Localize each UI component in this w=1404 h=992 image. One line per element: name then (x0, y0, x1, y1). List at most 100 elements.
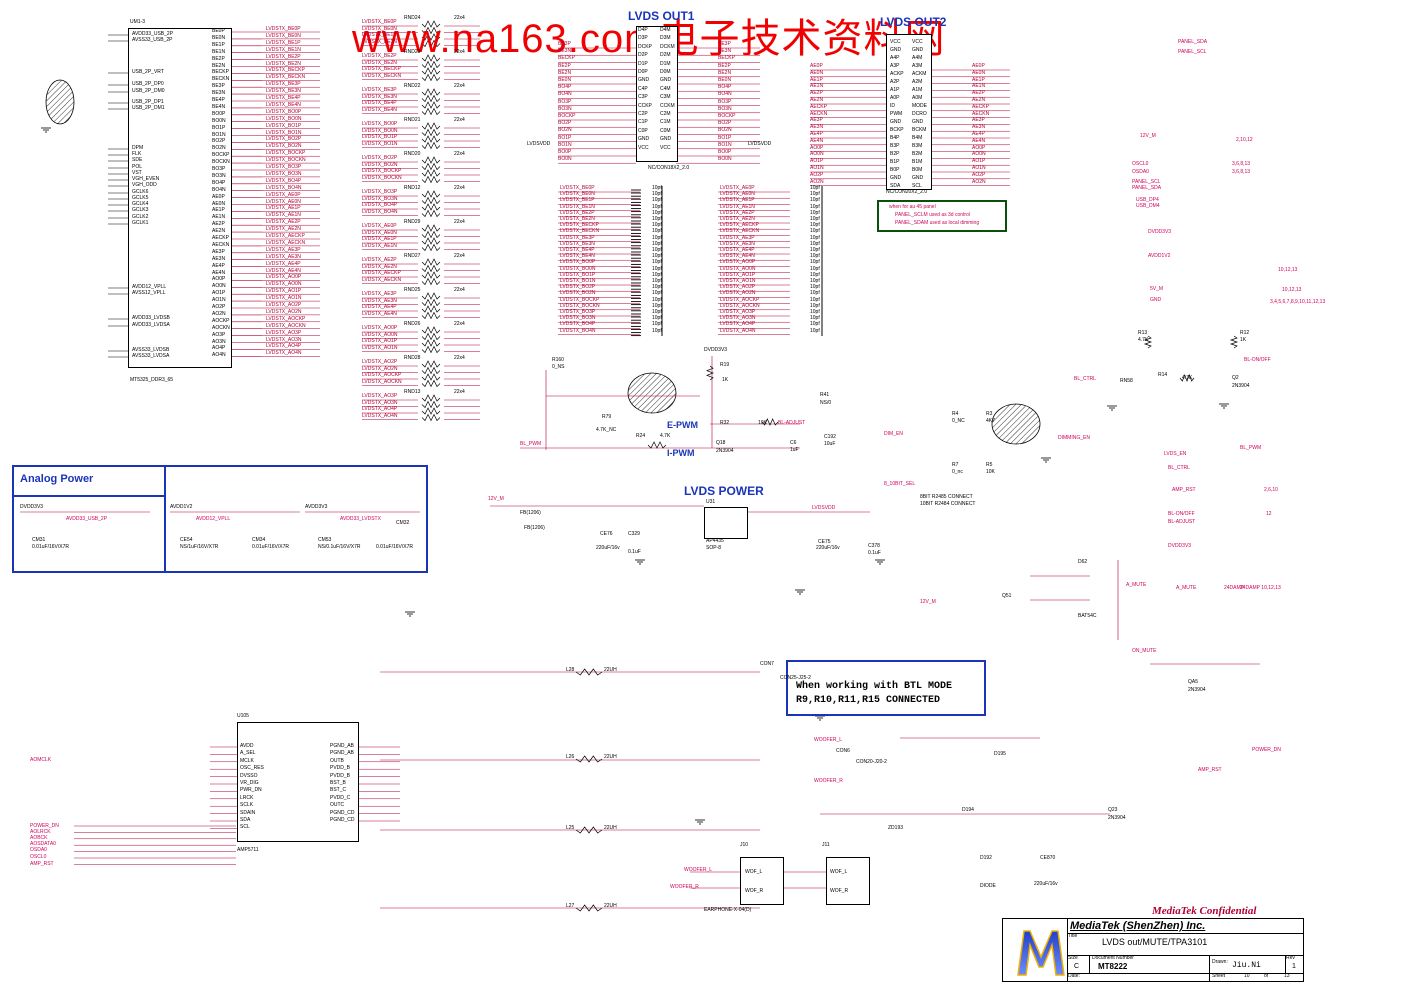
r41-value: NS/0 (820, 400, 832, 406)
lvds-net-name: LVDSTX_BO2N (266, 143, 302, 150)
rnd-resistor (421, 339, 441, 347)
conn2-left-net: AE1P (810, 76, 823, 83)
conn1-pin-label: C2M (660, 111, 671, 117)
ic-main-right-pin: AE0N (212, 200, 226, 207)
rnd-input-net: LVDSTX_BO1N (362, 140, 398, 147)
conn2-pin-label: B0M (912, 167, 923, 173)
cap-value: 10pf (652, 203, 662, 210)
ce75-label: CE75 (818, 539, 831, 545)
conn1-left-net: BE2N (558, 69, 572, 76)
tb-doc: MT8222 (1098, 962, 1128, 971)
right-net-label: A_MUTE (1176, 585, 1197, 591)
rnd-input-net: LVDSTX_AE0N (362, 229, 397, 236)
rnd-input-net: LVDSTX_AO2P (362, 359, 398, 365)
conn1-pin-label: C4M (660, 85, 671, 92)
r7-value: 0_nc (952, 469, 963, 475)
l27-label: L27 (566, 903, 575, 909)
cap-value: 10pf (652, 309, 662, 315)
c378-label: C378 (868, 543, 880, 549)
conn2-right-net: AO2P (972, 171, 986, 178)
r4-value: 0_NC (952, 418, 965, 424)
conn2-right-net: AO1P (972, 158, 986, 165)
conn2-right-net: AE1N (972, 83, 986, 90)
ic-main-left-pin: FLK (132, 151, 142, 157)
rnd-input-net: LVDSTX_BE1N (362, 38, 397, 45)
lvds-net-name: LVDSTX_BE0N (266, 32, 301, 39)
lvds-net-name: LVDSTX_AOCKP (266, 315, 306, 322)
conn1-right-net: BO0N (718, 156, 732, 163)
rnd-input-net: LVDSTX_AO4P (362, 406, 398, 412)
cm53-value: NS/0.1uF/16V/X7R (318, 544, 361, 550)
r41-label: R41 (820, 392, 830, 398)
rnd-input-net: LVDSTX_AOCKN (362, 378, 402, 385)
conn2-pin-label: GND (912, 47, 924, 53)
cap-value: 10pf (652, 284, 662, 291)
cap-array-net: LVDSTX_BE4N (560, 253, 595, 260)
conn2-left-net: AECKN (810, 110, 828, 117)
analog-avdd1v2: AVDD1V2 (170, 504, 193, 510)
cap-array-net: LVDSTX_BOCKP (560, 296, 600, 303)
conn2-ref: NC/CON20X2_2.0 (886, 189, 928, 195)
conn2-pin-label: GND (890, 119, 902, 125)
amp-rst-net: AMP_RST (30, 861, 54, 867)
rnd-input-net: LVDSTX_BO2P (362, 155, 398, 161)
r5-label: R5 (986, 462, 993, 468)
conn2-pin-label: B4P (890, 135, 900, 141)
lvds-net-name: LVDSTX_AE1N (266, 212, 301, 219)
rnd-input-net: LVDSTX_BO0P (362, 121, 398, 127)
lvds-net-name: LVDSTX_AO4N (266, 350, 302, 357)
conn2-pin-label: B1P (890, 159, 900, 165)
amp-right-pin: OUTC (330, 802, 345, 809)
cap-array-net: LVDSTX_BE0N (560, 191, 595, 198)
rnd-resistor (421, 305, 441, 313)
lvds-net-name: LVDSTX_BE2N (266, 60, 301, 67)
tb-drawn: Jiu.Ni (1232, 961, 1261, 970)
mute-12v-net: 12V_M (920, 599, 936, 605)
conn2-left-net: AE1N (810, 83, 824, 90)
ic-main-right-pin: BO4P (212, 179, 226, 186)
amp-left-pin: AVDD (240, 743, 254, 749)
lvds-net-name: LVDSTX_AE3P (266, 246, 301, 253)
amp-right-pin: PVDD_B (330, 772, 351, 779)
conn1-pin-label: CCKP (638, 102, 652, 109)
conn2-pin-label: A0M (912, 95, 923, 101)
cap-array-net: LVDSTX_AO0N (720, 265, 756, 272)
rnd-input-net: LVDSTX_AE3P (362, 291, 397, 297)
r5-value: 10K (986, 469, 995, 475)
r14-value: 4.7K (1182, 375, 1193, 381)
right-net-label: 5V_M (1150, 286, 1164, 292)
conn2-left-net: AE2N (810, 97, 824, 103)
r13-value: 4.7K (1138, 337, 1149, 343)
conn2-left-net: AE4P (810, 131, 823, 137)
l64-label: FB(1206) (520, 510, 541, 516)
aosdata0-net: AOSDATA0 (30, 841, 56, 847)
zd193-label: ZD193 (888, 825, 904, 831)
rnd-resistor (421, 190, 441, 198)
rnd-input-net: LVDSTX_BE0N (362, 25, 397, 32)
r32-resistor (761, 418, 779, 426)
right-net-label: DVDD3V3 (1148, 229, 1172, 235)
ic-main-right-pin: AOCKN (212, 324, 230, 331)
q18-label: Q18 (716, 440, 726, 446)
avdd33-lvdstx-net: AVDD33_LVDSTX (340, 516, 381, 522)
cap-array-net: LVDSTX_AE0N (720, 191, 755, 198)
conn1-left-net: BO0N (558, 156, 572, 163)
btl-line1: When working with BTL MODE (796, 681, 953, 692)
cap-array-net: LVDSTX_AO3N (720, 315, 756, 322)
rnd-resistor (421, 67, 441, 75)
r24-value: 4.7K (660, 433, 671, 439)
jack-j10 (740, 857, 784, 905)
lvds-net-name: LVDSTX_AO2N (266, 308, 302, 315)
right-net-label: AMP_RST (1198, 767, 1222, 773)
rnd-input-net: LVDSTX_AE3N (362, 297, 397, 304)
rnd-resistor (421, 230, 441, 239)
conn2-left-net: AO2N (810, 178, 824, 185)
lvds-net-name: LVDSTX_AE3N (266, 253, 301, 260)
cap-value: 10pf (652, 265, 662, 272)
right-net-ref: 2,6,10 (1264, 487, 1278, 493)
conn1-right-net: BO1P (718, 134, 732, 141)
ic-main-right-pin: BO2N (212, 145, 226, 152)
bit-note2: 10BIT R2484 CONNECT (920, 501, 976, 507)
rnd-resistor (421, 54, 441, 62)
ic-main-right-pin: AE4N (212, 269, 226, 276)
